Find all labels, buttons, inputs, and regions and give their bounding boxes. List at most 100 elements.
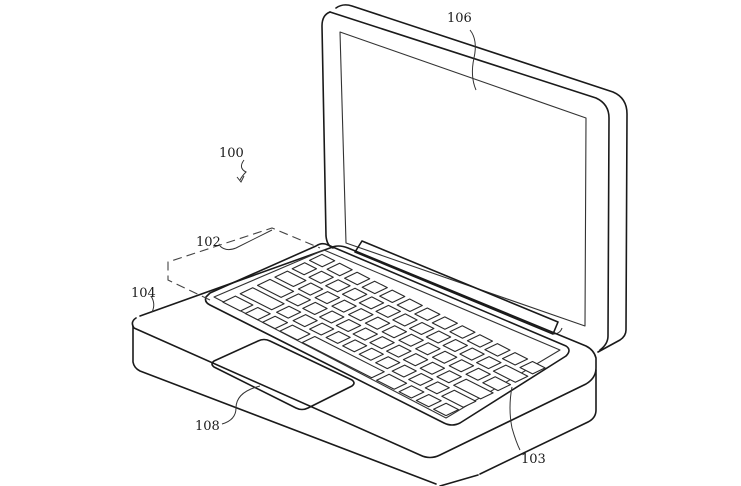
keyboard-key xyxy=(476,356,502,370)
keyboard-key xyxy=(465,367,491,381)
base-front-right-edge xyxy=(479,369,597,475)
leader-106 xyxy=(469,29,477,91)
keyboard-key xyxy=(466,334,494,348)
keyboard-key xyxy=(449,325,476,339)
keyboard-key xyxy=(285,293,311,307)
keyboard-key xyxy=(376,373,408,390)
keyboard-key xyxy=(415,393,442,408)
arrow-100 xyxy=(236,175,245,183)
base-front-left-edge xyxy=(132,325,437,485)
keyboard-key xyxy=(408,372,434,386)
label-103-key: 103 xyxy=(521,452,546,467)
keyboard-key xyxy=(341,287,368,301)
trackpad xyxy=(211,338,355,411)
keyboard-key xyxy=(244,306,271,321)
keyboard-key xyxy=(262,315,289,330)
hinge xyxy=(354,240,559,335)
keyboard-key xyxy=(301,335,385,379)
base-bottom-edge xyxy=(439,474,479,486)
keyboard-key xyxy=(392,313,418,327)
keyboard-key xyxy=(297,282,324,296)
keyboard-well-outer xyxy=(204,242,570,426)
keyboard-key xyxy=(276,305,302,319)
keyboard-key xyxy=(375,356,401,370)
keyboard-key xyxy=(386,344,412,358)
keyboard-key xyxy=(482,376,512,392)
keyboard-key xyxy=(239,287,285,311)
keyboard-key xyxy=(484,343,511,357)
keyboard-key xyxy=(425,330,452,344)
keyboard-key xyxy=(379,289,406,304)
keyboard-key xyxy=(409,321,435,336)
keyboard-key xyxy=(402,353,429,367)
keyboard-key xyxy=(325,330,351,344)
keyboard-key xyxy=(396,298,423,313)
keyboard-key xyxy=(342,339,368,353)
keyboard-key xyxy=(331,299,357,313)
hinge-end xyxy=(552,327,563,335)
keyboard-key xyxy=(433,402,460,417)
keyboard-key xyxy=(319,310,345,324)
keyboard-well-inner xyxy=(213,249,561,419)
keyboard-key xyxy=(391,364,417,378)
keyboard-key xyxy=(274,270,307,288)
keyboard-key xyxy=(398,333,424,347)
leader-100 xyxy=(239,159,247,181)
label-100-device: 100 xyxy=(219,146,244,161)
keyboard-key xyxy=(256,278,295,298)
label-106-display: 106 xyxy=(447,11,472,26)
keyboard-key xyxy=(308,253,336,268)
keyboard-key xyxy=(326,262,353,277)
display-lid xyxy=(321,4,628,353)
keyboard-key xyxy=(375,304,401,318)
keyboard-key xyxy=(335,318,362,333)
keyboard-key xyxy=(361,280,388,295)
keyboard-key xyxy=(222,295,254,312)
keyboard-key xyxy=(442,338,468,353)
keyboard-key xyxy=(369,336,395,350)
keyboard-key xyxy=(348,308,374,322)
keyboard-key xyxy=(358,296,385,310)
leader-104 xyxy=(150,295,155,313)
keyboard-key xyxy=(358,347,384,361)
leader-102 xyxy=(219,229,273,251)
keyboard-key xyxy=(414,307,441,321)
label-108-trackpad: 108 xyxy=(195,419,220,434)
keyboard-key xyxy=(431,316,458,330)
keyboard-key xyxy=(419,361,446,375)
keyboard-key xyxy=(492,364,529,383)
base-top-surface xyxy=(131,245,597,459)
base-housing xyxy=(131,245,597,486)
label-102-keyboard-region: 102 xyxy=(196,235,221,250)
keyboard-key xyxy=(459,347,485,361)
keyboard-key xyxy=(302,301,328,316)
lid-outer-back-edge xyxy=(335,4,628,353)
keyboard-key xyxy=(292,314,318,328)
keyboard-key xyxy=(501,352,529,366)
keyboard-key xyxy=(279,324,311,341)
keyboard-key xyxy=(398,385,425,399)
keyboard-key xyxy=(352,327,378,341)
keyboard-region-boundary xyxy=(167,227,321,301)
keyboard-key xyxy=(519,360,546,375)
leader-108 xyxy=(221,385,261,425)
label-104-base-housing: 104 xyxy=(131,286,156,301)
keyboard-key xyxy=(448,359,475,373)
keyboard-well xyxy=(204,242,570,426)
keyboard-key xyxy=(291,262,318,276)
display-screen xyxy=(339,31,587,327)
leader-103 xyxy=(509,386,521,451)
keyboard-key xyxy=(431,350,458,364)
keyboard-key xyxy=(344,271,371,286)
lid-front-face xyxy=(321,11,334,249)
keyboard-key xyxy=(441,389,477,408)
lid-front-top-edge xyxy=(329,11,610,351)
keyboard-key xyxy=(364,316,391,330)
keyboard-key xyxy=(424,381,450,395)
keyboard-key xyxy=(308,270,334,284)
keyboard-key xyxy=(381,325,408,339)
keyboard-key xyxy=(325,279,351,293)
keyboard-keys xyxy=(222,253,546,417)
keyboard-key xyxy=(309,322,335,336)
